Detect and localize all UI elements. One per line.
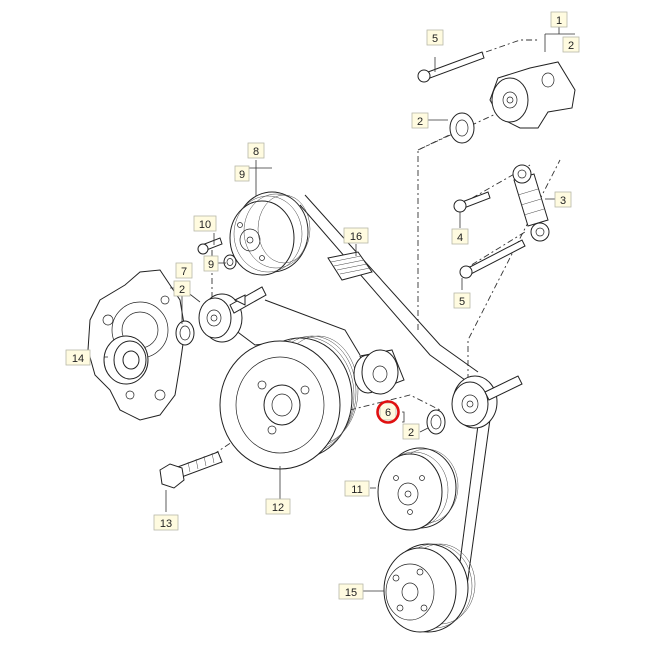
alternator-housing <box>87 269 186 421</box>
callout-12: 12 <box>265 498 291 515</box>
crank-bolt <box>159 451 223 489</box>
svg-text:15: 15 <box>345 587 357 599</box>
alternator-pulley <box>103 335 149 385</box>
svg-text:12: 12 <box>272 502 284 514</box>
svg-text:11: 11 <box>351 484 362 496</box>
callout-11: 11 <box>344 480 370 497</box>
washer-part-9 <box>223 254 237 270</box>
callout-2-left: 2 <box>173 280 191 297</box>
svg-text:9: 9 <box>208 259 214 271</box>
belt-section <box>327 251 373 281</box>
callout-6-highlighted: 6 <box>376 400 400 424</box>
svg-text:4: 4 <box>457 232 463 244</box>
crankshaft-damper <box>219 335 359 470</box>
svg-text:16: 16 <box>350 231 362 243</box>
callout-13: 13 <box>153 514 179 531</box>
dust-cap-top <box>449 112 475 144</box>
tensioner-pulley-right <box>451 375 523 429</box>
bolt-part-10 <box>197 237 223 255</box>
svg-text:14: 14 <box>72 353 84 365</box>
highlight-ring <box>376 400 400 424</box>
svg-text:8: 8 <box>253 146 259 158</box>
svg-text:2: 2 <box>179 284 185 296</box>
svg-text:1: 1 <box>556 15 562 27</box>
callout-7: 7 <box>175 262 193 279</box>
idler-pulley-lower <box>198 286 267 343</box>
svg-text:6: 6 <box>385 407 391 419</box>
svg-text:2: 2 <box>417 116 423 128</box>
callout-14: 14 <box>65 349 91 366</box>
callout-9-lower: 9 <box>203 255 219 272</box>
bolt-part-4 <box>453 191 491 213</box>
callout-3: 3 <box>554 191 572 208</box>
callout-2-right: 2 <box>402 423 420 440</box>
callout-15: 15 <box>338 583 364 600</box>
svg-text:3: 3 <box>560 195 566 207</box>
svg-text:7: 7 <box>181 266 187 278</box>
tensioner-bracket <box>489 61 576 129</box>
svg-text:13: 13 <box>160 518 172 530</box>
callout-2-top: 2 <box>411 112 429 129</box>
bolt-part-5-bottom <box>459 239 526 279</box>
callout-5-top: 5 <box>426 29 444 46</box>
idler-roller-part-6 <box>353 349 405 395</box>
dust-cap-left <box>175 320 195 346</box>
bolt-part-5-top <box>417 51 485 83</box>
callout-9-upper: 9 <box>234 165 250 182</box>
callout-4: 4 <box>451 228 469 245</box>
ac-compressor-pulley <box>383 543 476 633</box>
tensioner-damper <box>512 164 550 242</box>
callout-10: 10 <box>193 215 217 232</box>
callout-5-bottom: 5 <box>453 292 471 309</box>
idler-pulley-upper <box>229 191 311 276</box>
callout-8: 8 <box>247 142 265 159</box>
callout-2-top-right: 2 <box>562 36 580 53</box>
callout-1: 1 <box>550 11 568 28</box>
dust-cap-right <box>426 409 446 435</box>
svg-text:5: 5 <box>459 296 465 308</box>
svg-text:9: 9 <box>239 169 245 181</box>
svg-text:10: 10 <box>199 219 211 231</box>
svg-text:2: 2 <box>568 40 574 52</box>
svg-text:5: 5 <box>432 33 438 45</box>
water-pump-pulley <box>377 447 459 531</box>
svg-text:2: 2 <box>408 427 414 439</box>
callout-16: 16 <box>343 227 369 244</box>
